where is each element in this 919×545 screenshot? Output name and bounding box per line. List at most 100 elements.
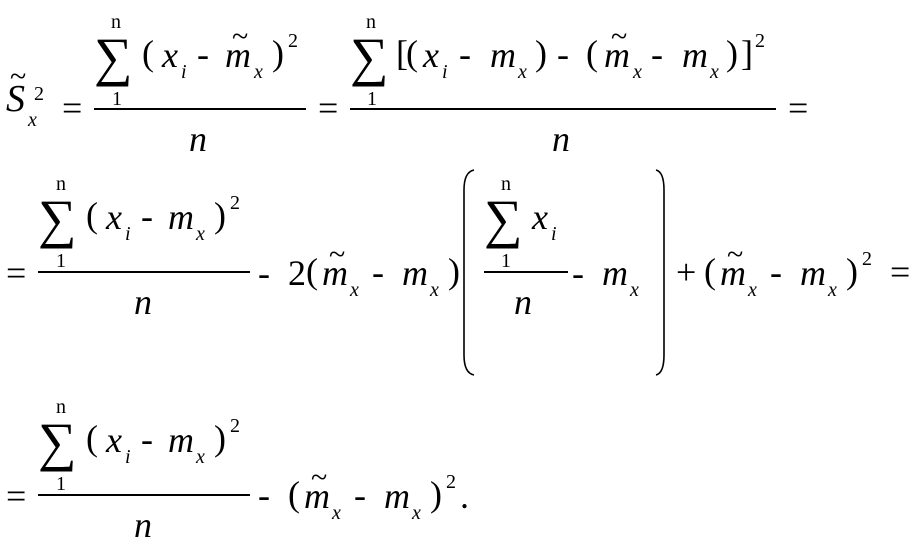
- tilde-accent: ~: [311, 461, 328, 494]
- minus-sign: -: [197, 34, 209, 74]
- rparen: ): [448, 251, 460, 291]
- var-m: m: [402, 253, 428, 293]
- var-m: m: [168, 197, 194, 237]
- fraction-bar: [38, 271, 250, 273]
- subscript-i: i: [125, 223, 131, 245]
- subscript-i: i: [181, 61, 187, 83]
- rparen: ): [214, 418, 226, 458]
- sum-lower-limit: 1: [56, 250, 66, 272]
- tilde-accent: ~: [232, 20, 249, 53]
- fraction-bar: [38, 494, 250, 496]
- sum-lower-limit: 1: [112, 88, 122, 110]
- var-m: m: [602, 253, 628, 293]
- superscript-2: 2: [755, 30, 765, 52]
- denominator-n: n: [514, 282, 532, 322]
- sum-upper-limit: n: [56, 396, 66, 418]
- subscript-x: x: [254, 61, 263, 83]
- fraction-bar: [94, 108, 306, 110]
- superscript-2: 2: [446, 471, 456, 493]
- minus-sign: -: [459, 34, 471, 74]
- period: .: [460, 476, 469, 516]
- subscript-x: x: [28, 109, 37, 131]
- var-x: x: [106, 197, 122, 237]
- rparen: ): [214, 195, 226, 235]
- subscript-x: x: [196, 223, 205, 245]
- subscript-x: x: [350, 279, 359, 301]
- subscript-x: x: [630, 279, 639, 301]
- lparen: (: [704, 251, 716, 291]
- lparen: (: [288, 474, 300, 514]
- minus-sign: -: [141, 419, 153, 459]
- lparen: (: [306, 251, 318, 291]
- plus-sign: +: [676, 252, 697, 292]
- subscript-i: i: [551, 223, 557, 245]
- lparen: (: [86, 195, 98, 235]
- var-m: m: [682, 35, 708, 75]
- sum-upper-limit: n: [501, 173, 511, 195]
- minus-sign: -: [258, 475, 270, 515]
- superscript-2: 2: [862, 248, 872, 270]
- equals-sign: =: [318, 88, 339, 128]
- sum-upper-limit: n: [366, 11, 376, 33]
- var-m: m: [490, 35, 516, 75]
- subscript-x: x: [430, 279, 439, 301]
- sum-symbol: ∑: [350, 27, 389, 87]
- rbracket: ]: [741, 33, 753, 73]
- var-x: x: [532, 197, 548, 237]
- sum-symbol: ∑: [484, 189, 523, 249]
- minus-sign: -: [651, 34, 663, 74]
- subscript-x: x: [332, 502, 341, 524]
- denominator-n: n: [134, 282, 152, 322]
- sum-lower-limit: 1: [501, 250, 511, 272]
- subscript-i: i: [442, 61, 448, 83]
- sum-upper-limit: n: [111, 11, 121, 33]
- lparen: (: [406, 33, 418, 73]
- lparen: (: [86, 418, 98, 458]
- superscript-2: 2: [230, 192, 240, 214]
- variance-symbol-S: S: [6, 78, 25, 120]
- equals-sign: =: [788, 88, 809, 128]
- var-x: x: [423, 35, 439, 75]
- minus-sign: -: [372, 252, 384, 292]
- superscript-2: 2: [230, 415, 240, 437]
- subscript-x: x: [518, 61, 527, 83]
- var-m: m: [800, 253, 826, 293]
- var-m: m: [604, 35, 630, 75]
- minus-sign: -: [557, 34, 569, 74]
- lparen: (: [586, 33, 598, 73]
- subscript-x: x: [748, 279, 757, 301]
- sum-symbol: ∑: [38, 412, 77, 472]
- fraction-bar: [350, 108, 776, 110]
- equals-sign: =: [6, 253, 27, 293]
- subscript-i: i: [125, 446, 131, 468]
- subscript-x: x: [710, 61, 719, 83]
- minus-sign: -: [258, 253, 270, 293]
- sum-lower-limit: 1: [56, 473, 66, 495]
- tilde-accent: ~: [329, 238, 346, 271]
- denominator-n: n: [189, 119, 207, 159]
- var-m: m: [225, 35, 251, 75]
- rparen: ): [535, 33, 547, 73]
- denominator-n: n: [552, 119, 570, 159]
- var-m: m: [168, 420, 194, 460]
- subscript-x: x: [196, 446, 205, 468]
- sum-upper-limit: n: [56, 173, 66, 195]
- superscript-2: 2: [288, 30, 298, 52]
- var-x: x: [162, 35, 178, 75]
- subscript-x: x: [633, 61, 642, 83]
- rparen: ): [430, 474, 442, 514]
- var-m: m: [322, 253, 348, 293]
- lbracket: [: [396, 33, 408, 73]
- var-m: m: [304, 476, 330, 516]
- superscript-2: 2: [34, 83, 44, 105]
- coefficient-2: 2: [288, 253, 306, 293]
- tilde-accent: ~: [727, 238, 744, 271]
- minus-sign: -: [354, 475, 366, 515]
- rparen: ): [846, 251, 858, 291]
- tilde-accent: ~: [10, 60, 27, 93]
- rparen: ): [726, 33, 738, 73]
- subscript-x: x: [828, 279, 837, 301]
- minus-sign: -: [141, 196, 153, 236]
- sum-symbol: ∑: [94, 27, 133, 87]
